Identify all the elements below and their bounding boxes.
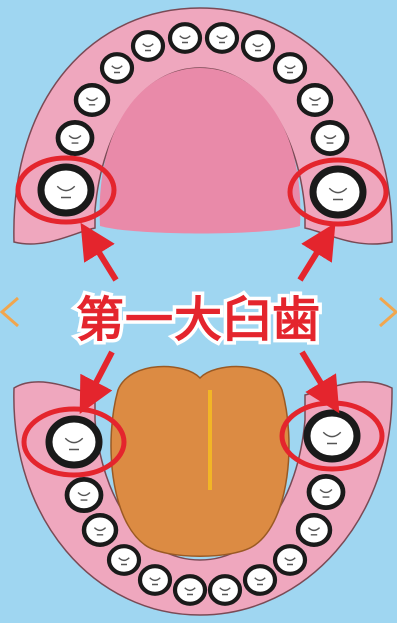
lower-left-tooth	[81, 513, 119, 547]
tongue	[110, 365, 290, 557]
upper-left-first-molar	[37, 163, 95, 217]
lower-right-first-molar	[303, 409, 361, 463]
lower-right-tooth	[295, 513, 333, 547]
lower-right-tooth	[306, 473, 346, 511]
upper-right-first-molar	[309, 165, 367, 219]
upper-left-tooth	[130, 30, 166, 62]
upper-teeth	[37, 22, 367, 219]
upper-right-tooth	[240, 30, 276, 62]
arrow-up-right-icon	[297, 222, 336, 282]
lower-front-tooth	[172, 574, 208, 606]
upper-palate	[99, 68, 301, 234]
upper-arch	[13, 7, 393, 245]
lower-teeth	[45, 409, 361, 606]
lower-left-tooth	[64, 476, 104, 514]
upper-front-tooth	[204, 22, 240, 54]
arrow-down-right-icon	[299, 350, 340, 414]
lower-right-tooth	[272, 544, 308, 576]
lower-left-tooth	[137, 564, 173, 596]
upper-right-tooth	[272, 52, 308, 84]
left-edge-arrow-icon	[0, 296, 19, 328]
arrow-up-left-icon	[80, 222, 119, 282]
upper-right-tooth	[296, 83, 334, 117]
upper-left-molar-highlight	[15, 155, 117, 225]
upper-left-tooth	[99, 52, 135, 84]
lower-left-molar-highlight	[21, 406, 127, 478]
arrow-down-left-icon	[79, 350, 115, 414]
lower-left-first-molar	[45, 415, 103, 469]
upper-left-tooth	[73, 83, 111, 117]
lower-right-tooth	[242, 564, 278, 596]
lower-arch	[13, 365, 393, 616]
lower-left-tooth	[106, 544, 142, 576]
upper-front-tooth	[167, 22, 203, 54]
lower-front-tooth	[207, 574, 243, 606]
caption-first-molar: 第一大臼歯	[72, 289, 323, 352]
upper-right-molar-highlight	[287, 157, 389, 227]
upper-left-tooth	[55, 119, 95, 157]
right-edge-arrow-icon	[379, 296, 397, 328]
upper-right-tooth	[310, 119, 350, 157]
